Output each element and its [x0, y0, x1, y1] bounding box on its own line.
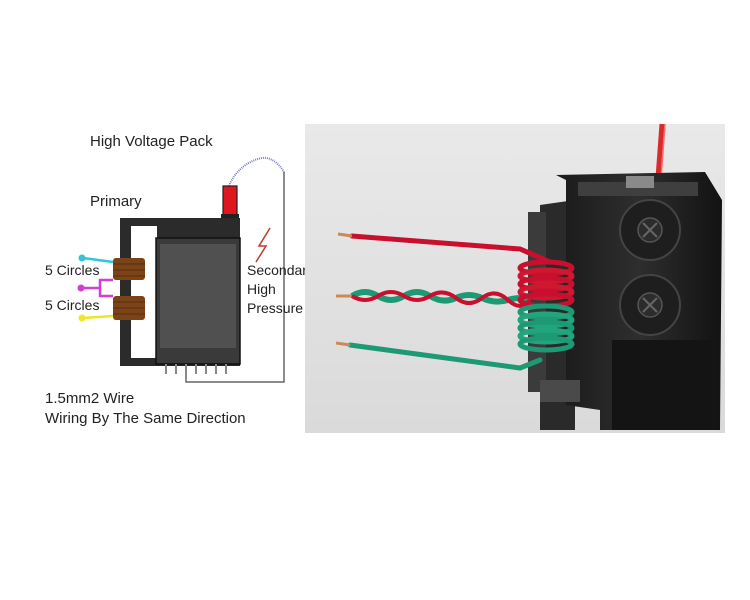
- return-wire: [185, 172, 285, 383]
- photo-green-wire: [335, 341, 543, 371]
- schematic: High Voltage Pack Primary: [45, 133, 314, 427]
- lead-top: [78, 254, 114, 264]
- hv-terminal: [222, 185, 238, 219]
- photo-green-coil: [517, 303, 575, 353]
- photo-twisted-wire: [336, 289, 532, 308]
- primary-coil-bottom: [113, 296, 145, 320]
- primary-coil-top: [113, 258, 145, 280]
- primary-label: Primary: [90, 193, 142, 210]
- wire-note: 1.5mm2 Wire: [45, 390, 134, 407]
- coil-top-label: 5 Circles: [45, 262, 99, 278]
- transformer-photo: [305, 123, 725, 433]
- lead-middle: [77, 278, 113, 298]
- hv-output-wire: [228, 156, 285, 187]
- pin-row: [165, 364, 227, 374]
- lead-bottom: [78, 314, 114, 322]
- direction-note: Wiring By The Same Direction: [45, 410, 246, 427]
- photo-transformer-body: [528, 172, 722, 430]
- coil-bottom-label: 5 Circles: [45, 297, 99, 313]
- lightning-icon: [255, 227, 271, 263]
- secondary-label: Secondary: [247, 262, 314, 278]
- secondary-label-pressure: Pressure: [247, 300, 303, 316]
- title-label: High Voltage Pack: [90, 133, 213, 150]
- photo-red-wire: [337, 232, 553, 265]
- secondary-label-high: High: [247, 281, 276, 297]
